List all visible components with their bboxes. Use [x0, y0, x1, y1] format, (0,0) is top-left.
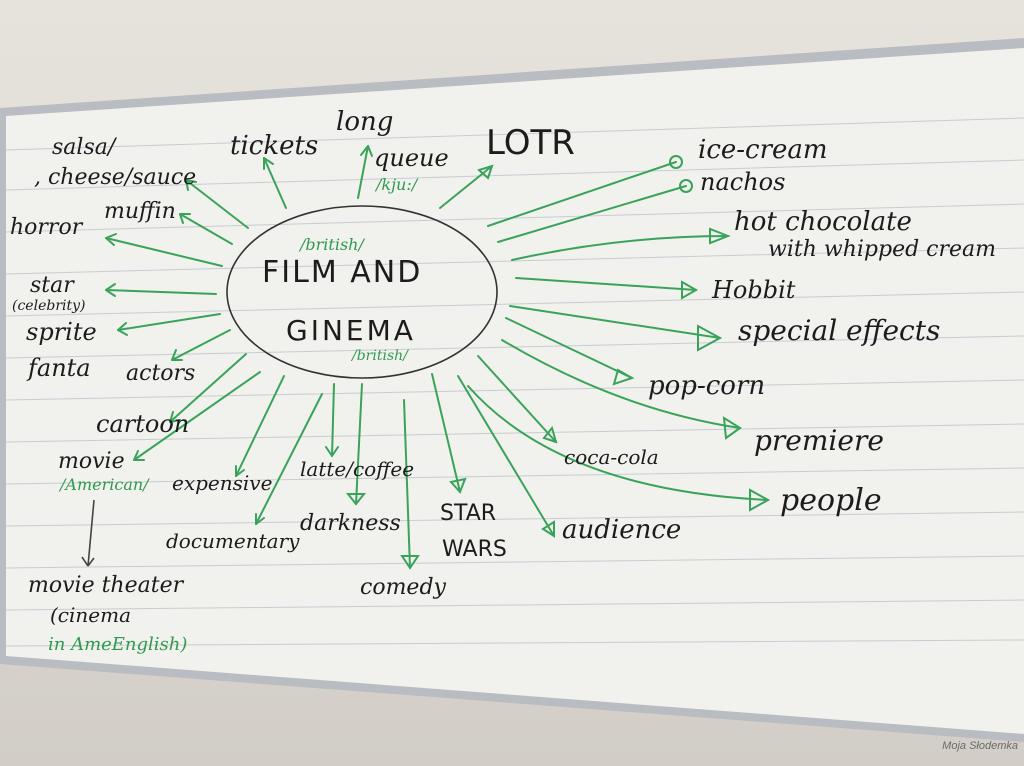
center-note-top: /british/ [298, 235, 365, 254]
word-ice-cream: ice-cream [698, 135, 828, 165]
center-title-line2: GINEMA [286, 314, 416, 347]
word-darkness: darkness [300, 511, 401, 536]
word-coca-cola: coca-cola [564, 445, 659, 469]
word-salsa: salsa/ [52, 135, 118, 160]
word-expensive: expensive [172, 471, 272, 495]
word-pop-corn: pop-corn [648, 371, 765, 401]
word-cheese-sauce: , cheese/sauce [34, 165, 196, 190]
word-nachos: nachos [700, 168, 785, 196]
word-american: /American/ [58, 475, 150, 494]
word-celebrity: (celebrity) [12, 298, 85, 314]
word-queue: queue [374, 144, 449, 172]
word-queue-ipa: /kju:/ [374, 175, 419, 194]
word-hot-chocolate: hot chocolate [734, 207, 912, 237]
word-movie-theater: movie theater [28, 573, 185, 598]
word-whipped-cream: with whipped cream [768, 237, 996, 262]
word-actors: actors [126, 361, 195, 386]
word-lotr: LOTR [486, 123, 575, 163]
word-muffin: muffin [104, 199, 176, 224]
word-star-wars-2: WARS [442, 537, 507, 562]
word-star: star [30, 273, 75, 298]
word-comedy: comedy [360, 575, 447, 600]
word-horror: horror [10, 215, 84, 240]
center-note-bottom: /british/ [350, 348, 409, 364]
green-arrows [105, 145, 771, 570]
word-cartoon: cartoon [96, 410, 189, 438]
whiteboard-surface [6, 48, 1024, 734]
movie-theater-arrow [87, 499, 95, 567]
word-long: long [336, 107, 393, 137]
word-hobbit: Hobbit [711, 276, 796, 304]
center-ellipse [226, 205, 498, 379]
word-cinema: (cinema [50, 603, 131, 627]
word-sprite: sprite [26, 318, 97, 346]
photo-watermark: Moja Słodemka [942, 740, 1018, 752]
word-people: people [780, 483, 882, 518]
center-title-line1: FILM AND [262, 255, 422, 290]
word-documentary: documentary [166, 529, 300, 553]
word-in-ame-english: in AmeEnglish) [48, 634, 187, 655]
word-tickets: tickets [230, 131, 318, 161]
word-special-effects: special effects [738, 314, 940, 347]
word-star-wars-1: STAR [440, 501, 496, 526]
word-latte-coffee: latte/coffee [300, 457, 414, 481]
word-audience: audience [562, 515, 681, 545]
ruled-lines [5, 117, 1024, 647]
word-premiere: premiere [754, 424, 884, 457]
word-fanta: fanta [26, 354, 91, 382]
word-movie: movie [58, 449, 125, 474]
